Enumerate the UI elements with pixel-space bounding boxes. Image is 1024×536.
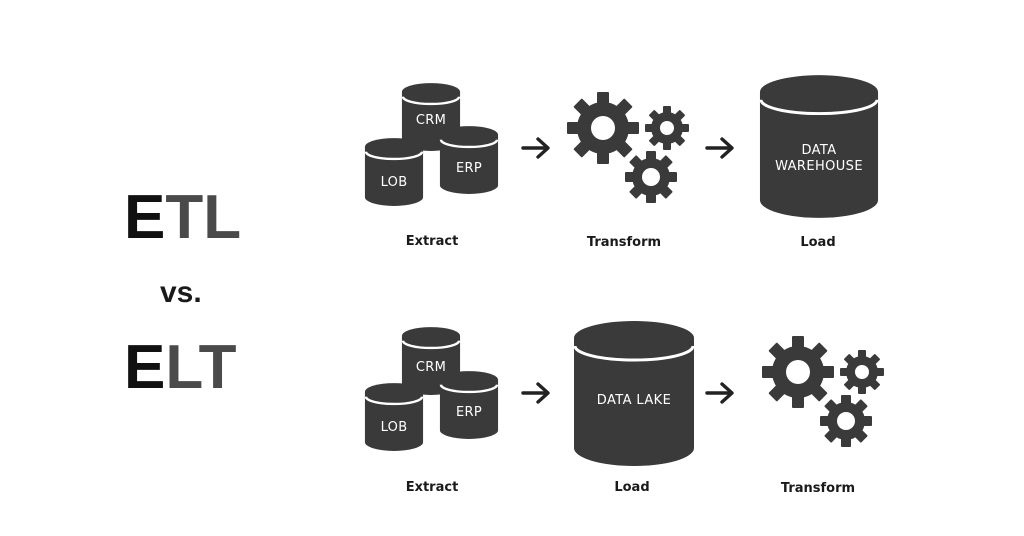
title-elt: ELT <box>124 333 237 402</box>
etl-step-load: Load <box>800 235 835 250</box>
elt-step-load: Load <box>614 480 649 495</box>
database-icon: CRM <box>400 326 462 397</box>
elt-step-transform: Transform <box>781 481 855 496</box>
title-vs: vs. <box>160 276 202 309</box>
elt-target: DATA LAKE <box>597 393 671 408</box>
title-etl-first: E <box>124 183 165 252</box>
title-etl: ETL <box>124 183 241 252</box>
gears-icon <box>762 336 884 447</box>
arrow-right-icon <box>705 382 734 404</box>
etl-source-erp: ERP <box>456 161 482 176</box>
arrow-right-icon <box>705 137 734 159</box>
database-icon: CRM <box>400 82 462 153</box>
svg-text:ETL: ETL <box>124 183 241 252</box>
database-icon: ERP <box>438 370 500 441</box>
title-elt-first: E <box>124 333 165 402</box>
database-icon: ERP <box>438 125 500 196</box>
etl-target-line1: DATA <box>801 143 836 158</box>
etl-extract-group: CRM ERP LOB Extract <box>363 82 500 249</box>
title-etl-rest: TL <box>165 183 241 252</box>
elt-source-lob: LOB <box>381 420 408 435</box>
arrow-right-icon <box>521 382 550 404</box>
etl-source-lob: LOB <box>381 175 408 190</box>
svg-text:ELT: ELT <box>124 333 237 402</box>
database-icon: DATA LAKE <box>572 320 696 468</box>
elt-step-extract: Extract <box>406 480 459 495</box>
elt-source-crm: CRM <box>416 360 446 375</box>
etl-source-crm: CRM <box>416 113 446 128</box>
database-icon: LOB <box>363 137 425 208</box>
etl-step-extract: Extract <box>406 234 459 249</box>
title-elt-rest: LT <box>165 333 236 402</box>
gears-icon <box>567 92 689 203</box>
arrow-right-icon <box>521 137 550 159</box>
database-icon: LOB <box>363 382 425 453</box>
elt-extract-group: CRM ERP LOB Extract <box>363 326 500 495</box>
etl-step-transform: Transform <box>587 235 661 250</box>
database-icon: DATA WAREHOUSE <box>758 74 880 220</box>
elt-source-erp: ERP <box>456 405 482 420</box>
etl-target-line2: WAREHOUSE <box>775 159 863 174</box>
